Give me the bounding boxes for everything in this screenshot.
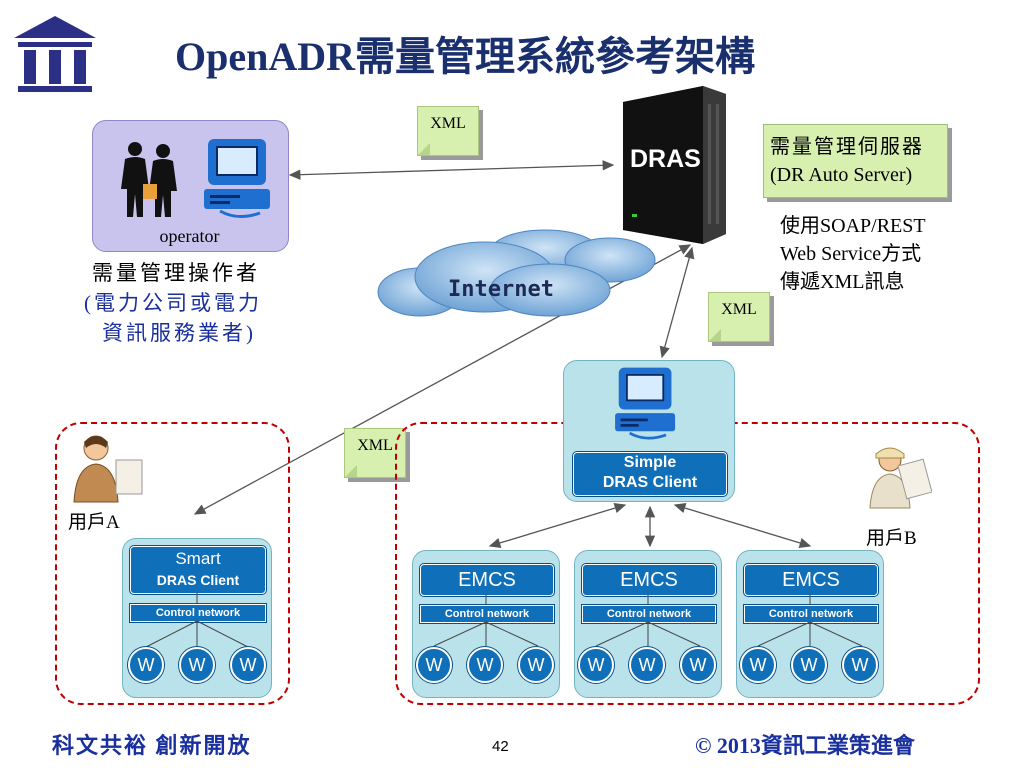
emcs-network-lines <box>757 594 863 647</box>
xml-note-operator: XML <box>417 106 479 156</box>
operator-box <box>92 120 289 252</box>
user-b-label: 用戶B <box>866 528 917 549</box>
simple-emcs1-arrow <box>488 503 627 548</box>
operator-role-detail-1: (電力公司或電力 <box>84 291 262 315</box>
dras-server-subtitle: (DR Auto Server) <box>770 164 913 186</box>
user-a-node: W <box>128 647 164 683</box>
dras-desc-line-1: 使用SOAP/REST <box>780 215 926 237</box>
dras-server-title: 需量管理伺服器 <box>770 136 924 158</box>
internet-label: Internet <box>448 277 554 302</box>
footer-copyright: © 2013資訊工業策進會 <box>695 733 915 758</box>
emcs-node: W <box>578 647 614 683</box>
emcs-node: W <box>680 647 716 683</box>
computer-icon <box>204 139 270 218</box>
operator-role: 需量管理操作者 <box>92 261 260 285</box>
simple-client-computer-icon <box>615 367 676 440</box>
emcs-node: W <box>467 647 503 683</box>
institute-logo <box>14 16 96 92</box>
page-title: OpenADR需量管理系統參考架構 <box>175 34 756 79</box>
emcs-header: EMCS <box>420 564 554 596</box>
simple-emcs3-arrow <box>673 503 812 548</box>
dras-simple-client-arrow <box>659 246 695 359</box>
emcs-node: W <box>416 647 452 683</box>
operator-label: operator <box>159 226 220 246</box>
xml-label: XML <box>357 437 393 454</box>
people-icon <box>121 142 177 217</box>
xml-label: XML <box>721 301 757 318</box>
dras-server-rack <box>623 86 726 244</box>
user-a-person-icon <box>73 435 143 503</box>
emcs-network-lines <box>433 594 539 647</box>
dras-desc-line-3: 傳遞XML訊息 <box>780 271 905 293</box>
emcs-control-network: Control network <box>582 605 716 623</box>
page-number: 42 <box>492 738 509 755</box>
smart-client-subtitle: DRAS Client <box>156 572 240 588</box>
user-a-label: 用戶A <box>68 512 120 533</box>
xml-label: XML <box>430 115 466 132</box>
emcs-node: W <box>518 647 554 683</box>
operator-dras-arrow <box>288 160 615 180</box>
emcs-header: EMCS <box>582 564 716 596</box>
smart-client-network-lines <box>145 592 249 648</box>
user-a-node: W <box>230 647 266 683</box>
internet-cloud <box>377 229 656 317</box>
simple-client-subtitle: DRAS Client <box>602 474 698 491</box>
user-b-person-icon <box>869 447 932 509</box>
footer-slogan: 科文共裕 創新開放 <box>52 733 252 758</box>
dras-desc-line-2: Web Service方式 <box>780 243 922 265</box>
user-a-region <box>55 422 290 705</box>
dras-description: 使用SOAP/REST Web Service方式 傳遞XML訊息 <box>780 212 926 296</box>
xml-note-simple-client: XML <box>708 292 770 342</box>
simple-client-header: Simple DRAS Client <box>573 452 727 496</box>
operator-role-detail-2: 資訊服務業者) <box>102 321 256 345</box>
emcs-node: W <box>629 647 665 683</box>
smart-client-control-network: Control network <box>130 604 266 622</box>
emcs-node: W <box>842 647 878 683</box>
emcs-header: EMCS <box>744 564 878 596</box>
dras-label: DRAS <box>630 145 701 173</box>
smart-client-header: Smart DRAS Client <box>130 546 266 594</box>
user-a-node: W <box>179 647 215 683</box>
emcs-network-lines <box>595 594 701 647</box>
smart-client-title: Smart <box>175 549 221 568</box>
emcs-node: W <box>791 647 827 683</box>
emcs-node: W <box>740 647 776 683</box>
dras-server-callout: 需量管理伺服器 (DR Auto Server) <box>763 124 948 198</box>
simple-client-title: Simple <box>623 454 677 471</box>
emcs-control-network: Control network <box>420 605 554 623</box>
